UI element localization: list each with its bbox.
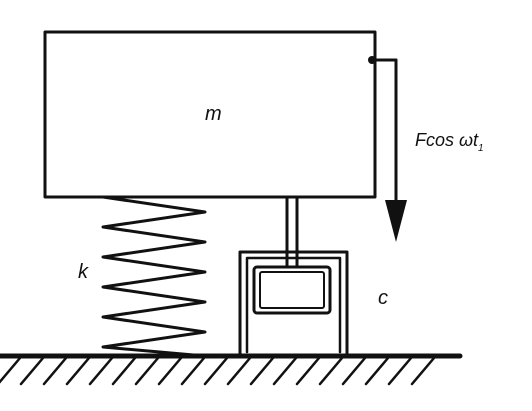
mass-block — [43, 30, 377, 199]
hatch-line — [134, 356, 160, 386]
force-label-main: Fcos ωt — [415, 130, 479, 150]
hatch-line — [88, 356, 114, 386]
hatch-line — [272, 356, 298, 386]
hatch-line — [295, 356, 321, 386]
spring-coil — [101, 195, 207, 358]
hatch-line — [226, 356, 252, 386]
hatch-line — [410, 356, 436, 386]
ground — [0, 353, 463, 386]
damper — [238, 195, 349, 358]
hatch-line — [157, 356, 183, 386]
mass-label: m — [205, 103, 222, 125]
hatch-line — [341, 356, 367, 386]
hatch-line — [387, 356, 413, 386]
hatch-line — [42, 356, 68, 386]
hatch-line — [249, 356, 275, 386]
hatch-line — [0, 356, 22, 384]
hatch-line — [318, 356, 344, 386]
hatch-line — [19, 356, 45, 386]
hatch-line — [180, 356, 206, 386]
hatch-line — [203, 356, 229, 386]
damper-cylinder — [238, 250, 349, 358]
hatch-line — [65, 356, 91, 386]
damper-label: c — [378, 287, 388, 309]
force-label: Fcos ωt1 — [415, 130, 484, 154]
ground-hatching — [0, 356, 436, 386]
damper-piston — [252, 265, 332, 315]
force-label-subscript: 1 — [478, 143, 484, 154]
force-arrow — [368, 56, 407, 242]
hatch-line — [364, 356, 390, 386]
spring — [101, 195, 207, 358]
spring-label: k — [78, 261, 89, 283]
arrow-head — [385, 200, 407, 242]
hatch-line — [111, 356, 137, 386]
